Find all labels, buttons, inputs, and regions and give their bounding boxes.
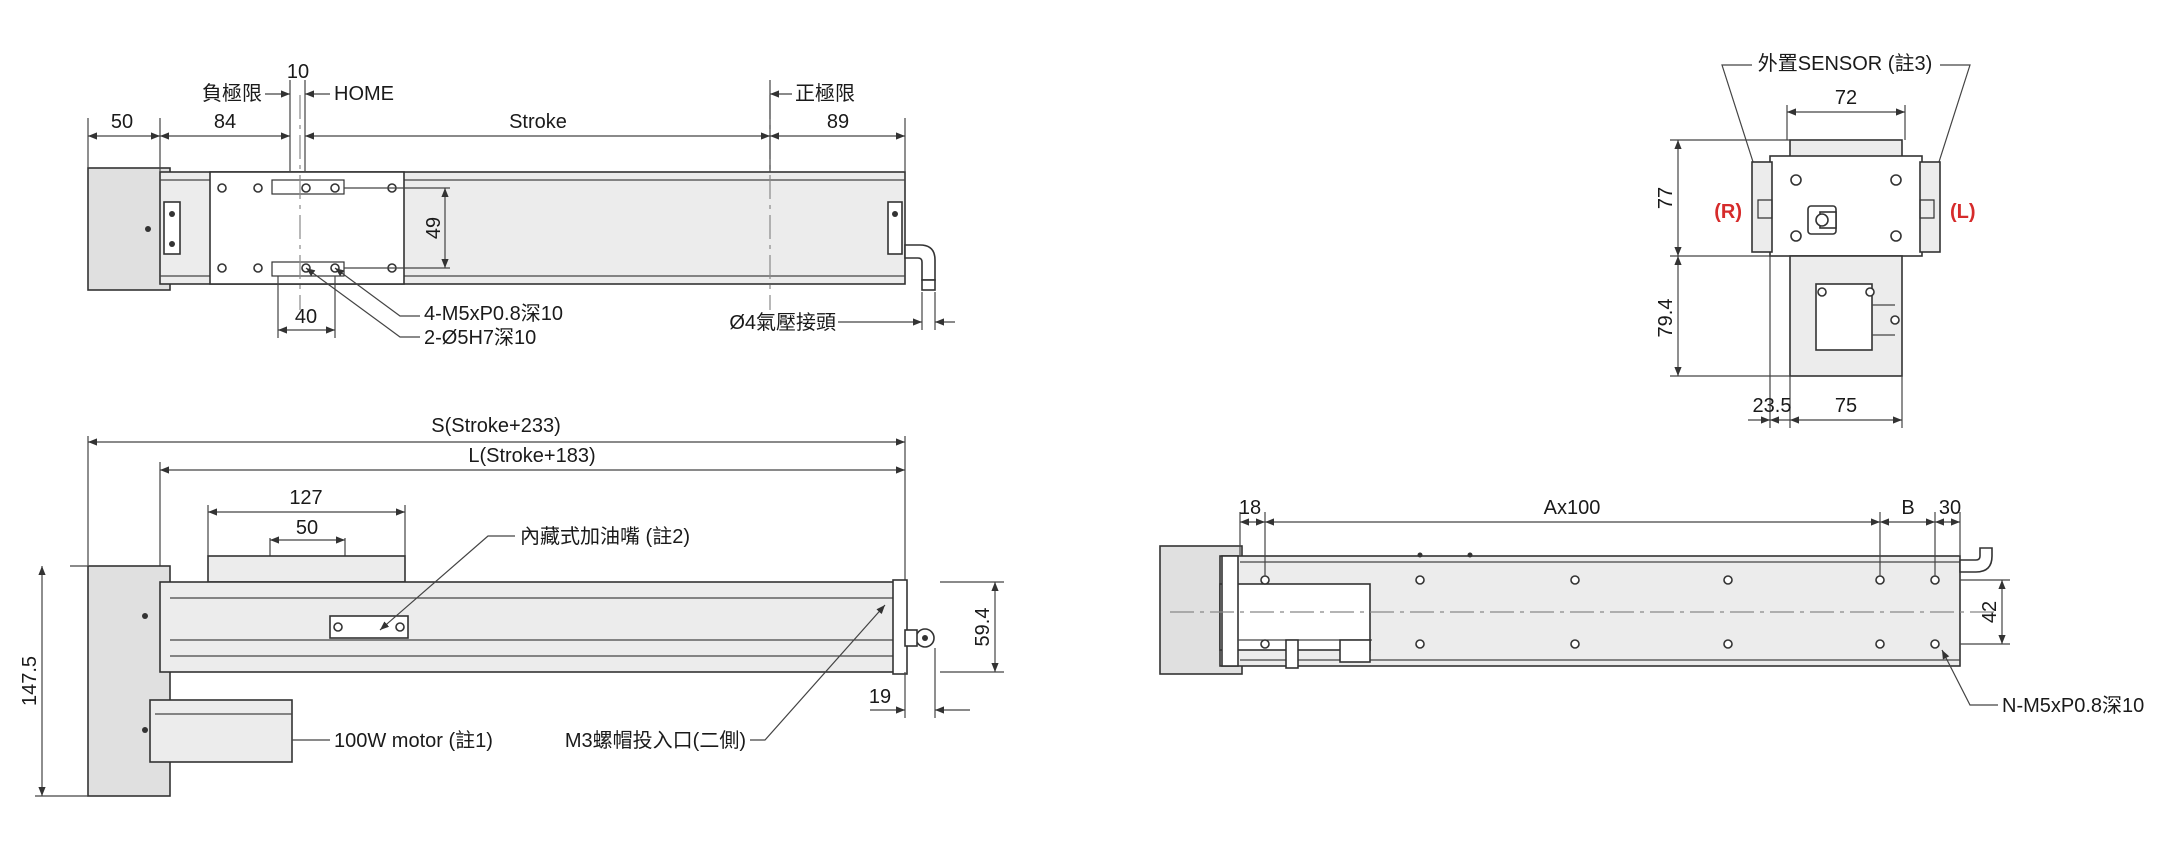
screw-port-label: M3螺帽投入口(二側) [565, 729, 746, 752]
dim-10: 10 [287, 61, 309, 83]
sensor-l-label: (L) [1950, 201, 1976, 223]
side-carriage [1769, 155, 1923, 257]
motor-housing [149, 699, 293, 763]
dim-72: 72 [1835, 87, 1857, 109]
tap-hole [253, 263, 263, 273]
pos-limit-label: 正極限 [795, 82, 855, 105]
bottom-carriage [1219, 583, 1371, 651]
side-view: 外置SENSOR (註3) 72 (R) (L) 77 79.4 [1655, 52, 1976, 428]
dim-79-4: 79.4 [1655, 299, 1677, 338]
dim-ax100: Ax100 [1544, 497, 1601, 519]
front-carriage [207, 555, 406, 583]
dim-23-5: 23.5 [1753, 395, 1792, 417]
bottom-tap-label: N-M5xP0.8深10 [2002, 694, 2144, 717]
side-rail-profile [1789, 255, 1903, 377]
tap-hole [330, 183, 340, 193]
top-view: 50 84 10 負極限 HOME Stroke 正極限 89 49 40 4-… [87, 61, 955, 349]
sensor-r-label: (R) [1714, 201, 1742, 223]
dim-19: 19 [869, 686, 891, 708]
top-end-plate-right [887, 201, 903, 255]
dim-30: 30 [1939, 497, 1961, 519]
dim-59-4: 59.4 [972, 608, 994, 647]
bottom-view: 18 Ax100 B 30 42 N-M5xP0.8深10 [1159, 497, 2144, 717]
l-length-label: L(Stroke+183) [468, 445, 595, 467]
dim-147-5: 147.5 [19, 656, 41, 706]
dim-42: 42 [1979, 601, 2001, 623]
dim-b: B [1901, 497, 1914, 519]
sensor-r [1751, 161, 1773, 253]
dim-77: 77 [1655, 187, 1677, 209]
dim-89: 89 [827, 111, 849, 133]
motor-label: 100W motor (註1) [334, 729, 493, 752]
air-fitting [904, 244, 936, 281]
tap-spec-label: 4-M5xP0.8深10 [424, 302, 563, 325]
dim-50: 50 [111, 111, 133, 133]
dim-84: 84 [214, 111, 236, 133]
pin-spec-label: 2-Ø5H7深10 [424, 326, 536, 349]
s-length-label: S(Stroke+233) [431, 415, 561, 437]
dim-49: 49 [423, 217, 445, 239]
top-motor-block [87, 167, 171, 291]
dim-40: 40 [295, 306, 317, 328]
air-fitting-label: Ø4氣壓接頭 [729, 311, 836, 334]
sensor-label: 外置SENSOR (註3) [1758, 52, 1932, 75]
neg-limit-label: 負極限 [202, 82, 262, 105]
tap-hole [217, 263, 227, 273]
stroke-label: Stroke [509, 111, 567, 133]
dim-50b: 50 [296, 517, 318, 539]
sensor-l [1919, 161, 1941, 253]
dim-75: 75 [1835, 395, 1857, 417]
home-label: HOME [334, 83, 394, 105]
oil-port-label: 內藏式加油嘴 (註2) [520, 525, 690, 548]
bottom-air-fitting [1959, 547, 1993, 573]
dim-127: 127 [289, 487, 322, 509]
tap-hole [217, 183, 227, 193]
front-view: S(Stroke+233) L(Stroke+183) 127 50 147.5 [19, 415, 1004, 797]
dim-18: 18 [1239, 497, 1261, 519]
pin-hole [301, 183, 311, 193]
tap-hole [253, 183, 263, 193]
top-end-plate-left [163, 201, 181, 255]
front-rail-body [159, 581, 906, 673]
